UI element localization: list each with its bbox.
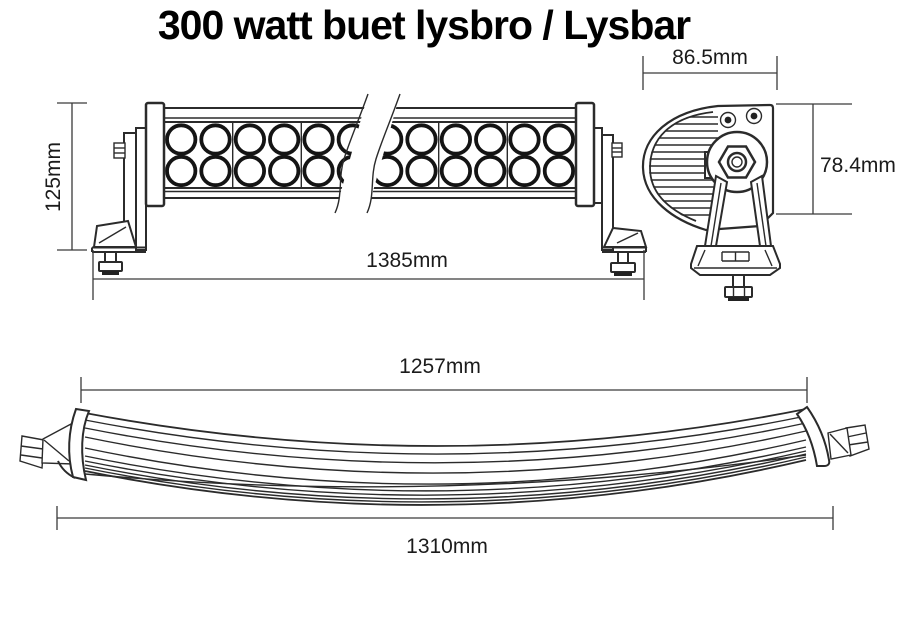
mounting-foot — [690, 245, 781, 276]
dim-front-height: 125mm — [42, 102, 87, 251]
curved-end-left — [19, 407, 91, 482]
dim-label-front-length: 1385mm — [366, 249, 448, 272]
mounting-bracket-left — [91, 127, 147, 275]
end-bracket-left — [19, 435, 45, 469]
dim-label-curved-inner: 1257mm — [399, 355, 481, 378]
bracket-knob — [611, 142, 623, 158]
break-symbol — [334, 93, 401, 214]
pivot-nut — [717, 145, 757, 179]
dim-label-end-height: 78.4mm — [820, 154, 896, 177]
bracket-bolt-right — [610, 251, 636, 276]
bracket-gusset — [602, 226, 648, 248]
mounting-bracket-right — [591, 127, 648, 276]
curved-bar-view: 1257mm 1310mm — [19, 355, 870, 558]
curved-bar-profile — [84, 408, 807, 506]
screw-hole — [745, 107, 763, 125]
dim-curved-outer: 1310mm — [56, 506, 834, 558]
end-view: 86.5mm 78.4mm — [641, 46, 896, 301]
dim-label-end-width: 86.5mm — [672, 46, 748, 69]
dim-label-front-height: 125mm — [42, 142, 65, 212]
bracket-plate — [135, 127, 147, 251]
screw-hole — [719, 111, 737, 129]
bracket-bolt-left — [98, 251, 123, 275]
curved-end-right — [795, 405, 870, 467]
front-view: 125mm 1385mm — [42, 93, 648, 300]
end-cap-left — [144, 101, 166, 208]
dim-end-width: 86.5mm — [642, 46, 778, 90]
dim-front-length: 1385mm — [92, 249, 645, 300]
dim-label-curved-outer: 1310mm — [406, 535, 488, 558]
led-array — [165, 123, 576, 188]
dim-curved-inner: 1257mm — [80, 355, 808, 403]
foot-bolt — [724, 274, 753, 301]
end-cap-right — [574, 101, 596, 208]
dim-end-height: 78.4mm — [776, 103, 896, 215]
bracket-knob — [113, 142, 126, 159]
curved-cap-right — [795, 405, 831, 467]
light-bar-front — [144, 93, 596, 214]
page-title: 300 watt buet lysbro / Lysbar — [157, 2, 691, 48]
curved-cap-left — [68, 407, 91, 482]
